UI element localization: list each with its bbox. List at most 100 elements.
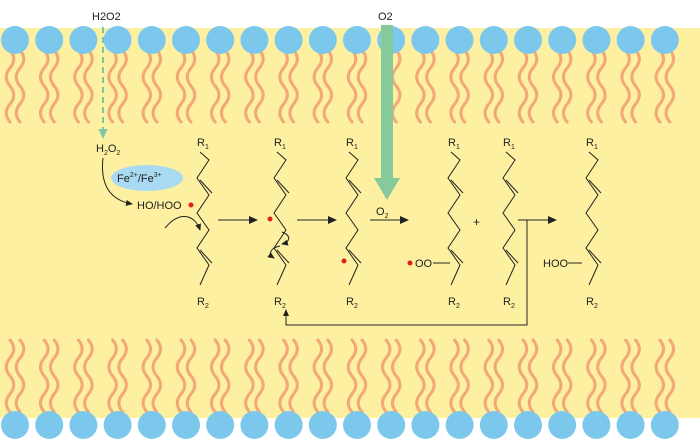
lipid-headgroup: [274, 26, 303, 54]
lipid-tail: [551, 338, 563, 414]
o2-arrow-head: [374, 178, 400, 200]
lipid-tail: [322, 338, 334, 414]
lipid-tail: [219, 338, 231, 414]
lipid-tail: [151, 48, 163, 124]
lipid-tail: [288, 48, 299, 124]
lipid-tail: [654, 48, 666, 124]
lipid-tail: [4, 338, 16, 414]
lipid-headgroup: [343, 26, 371, 54]
lipid-tail: [83, 338, 94, 414]
lipid-headgroup: [479, 411, 508, 439]
lipid-tail: [449, 338, 460, 414]
r1-label: R1: [503, 137, 515, 151]
lipid-headgroup: [514, 26, 542, 54]
lipid-headgroup: [479, 26, 508, 54]
r2-label: R2: [586, 296, 598, 310]
lipid-tail: [185, 338, 197, 414]
o2-arrow-shaft: [381, 25, 393, 180]
lipid-headgroup: [377, 411, 406, 439]
lipid-tail: [620, 48, 631, 124]
lipid-headgroup: [411, 26, 440, 54]
plus-sign: +: [473, 215, 480, 229]
lipid-headgroup: [69, 411, 98, 439]
lipid-tail: [38, 338, 50, 414]
r1-label: R1: [197, 137, 209, 151]
lipid-chain: [273, 151, 290, 286]
radical-dot-peroxyl: [407, 260, 413, 266]
lipid-tail: [596, 48, 607, 124]
lipid-tail: [527, 338, 539, 414]
lipid-headgroup: [1, 411, 29, 439]
lipid-tail: [48, 338, 60, 414]
lipid-tail: [278, 338, 289, 414]
lipid-tail: [561, 338, 573, 414]
r2-label: R2: [274, 296, 286, 310]
r1-label: R1: [586, 137, 598, 151]
fe-catalyst-bubble: [111, 165, 183, 191]
lipid-tail: [117, 338, 128, 414]
lipid-tail: [175, 338, 187, 414]
lipid-headgroup: [172, 26, 200, 54]
lipid-chain: [447, 151, 464, 286]
lipid-headgroup: [445, 411, 474, 439]
lipid-headgroup: [274, 411, 303, 439]
lipid-tail: [254, 48, 265, 124]
lipid-tail: [459, 48, 470, 124]
lipid-tail: [254, 338, 265, 414]
lipid-tail: [244, 338, 255, 414]
fenton-reaction-arrow: [101, 157, 133, 206]
lipid-tail: [175, 48, 187, 124]
lipid-tail: [551, 48, 563, 124]
lipid-tail: [415, 48, 426, 124]
lipid-headgroup: [548, 26, 577, 54]
lipid-tail: [107, 48, 118, 124]
lipid-headgroup: [69, 26, 98, 54]
r2-label: R2: [197, 296, 209, 310]
lipid-tail: [517, 338, 529, 414]
lipid-tail: [449, 48, 460, 124]
lipid-headgroup: [616, 26, 645, 54]
lipid-tail: [664, 48, 676, 124]
hydroxyl-radicals-label: HO/HOO: [137, 200, 182, 212]
o2-top-label: O2: [378, 11, 393, 23]
lipid-headgroup: [206, 411, 235, 439]
lipid-tail: [83, 48, 94, 124]
lipid-tail: [630, 48, 641, 124]
lipid-tail: [390, 48, 402, 124]
lipid-tail: [209, 338, 221, 414]
r1-label: R1: [448, 137, 460, 151]
lipid-tail: [483, 338, 495, 414]
r1-label: R1: [274, 137, 286, 151]
lipid-headgroup: [35, 411, 64, 439]
lipid-tail: [346, 338, 358, 414]
lipid-tail: [48, 48, 60, 124]
lipid-headgroup: [1, 26, 29, 54]
lipid-chain: [502, 151, 519, 286]
lipid-tail: [312, 48, 324, 124]
lipid-tail: [14, 48, 26, 124]
lipid-tail: [561, 48, 573, 124]
lipid-tail: [312, 338, 324, 414]
lipid-headgroup: [650, 26, 679, 54]
upper-leaflet-headgroups: [1, 26, 679, 54]
lipid-tail: [630, 338, 641, 414]
lipid-tail: [288, 338, 299, 414]
lipid-tail: [425, 338, 436, 414]
lower-leaflet-headgroups: [1, 411, 679, 439]
lipid-tail: [73, 338, 84, 414]
lipid-tail: [390, 338, 402, 414]
upper-leaflet-tails: [4, 48, 676, 124]
lipid-tail: [14, 338, 26, 414]
lipid-tail: [586, 48, 597, 124]
lipid-tail: [586, 338, 597, 414]
lipid-tail: [380, 338, 392, 414]
lipid-headgroup: [137, 411, 166, 439]
h2o2-inside-label: H2O2: [96, 143, 120, 157]
lipid-headgroup: [172, 411, 200, 439]
lipid-tail: [322, 48, 334, 124]
lipid-tail: [219, 48, 231, 124]
lipid-headgroup: [343, 411, 371, 439]
hydroperoxide-label: HOO: [543, 258, 569, 270]
lipid-tail: [151, 338, 163, 414]
lipid-headgroup: [582, 26, 611, 54]
